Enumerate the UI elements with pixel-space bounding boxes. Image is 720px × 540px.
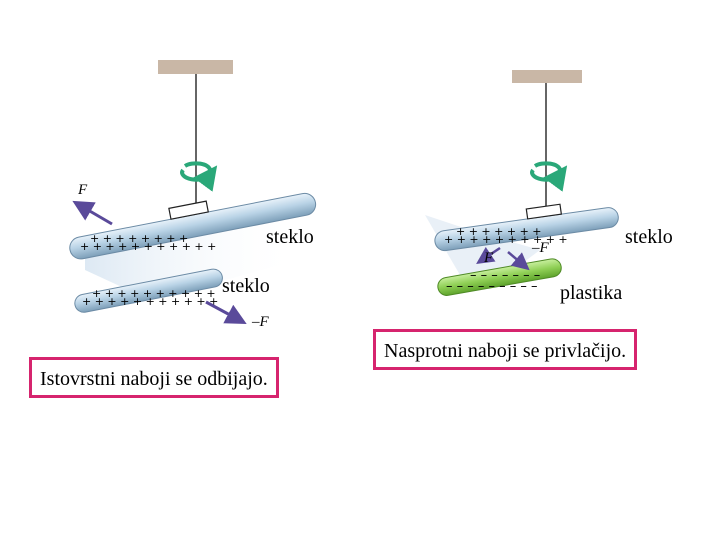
charge-plus: + + + + + + + + (90, 232, 188, 245)
force-vector-icon (476, 246, 501, 264)
force-down-label: –F (251, 314, 270, 330)
rotation-arrow-icon (530, 161, 568, 192)
charge-plus: + + + + + + + (456, 225, 542, 238)
left-bottom-rod-label: steklo (222, 275, 270, 297)
right-top-glass-rod (434, 203, 619, 252)
force-vector-icon (205, 300, 247, 324)
force-right-label: –F (531, 240, 550, 256)
left-top-glass-rod (69, 192, 317, 260)
charge-plus: + + + + + + + + + + (444, 233, 568, 246)
right-caption: Nasprotni naboji se privlačijo. (373, 329, 638, 370)
right-panel: + + + + + + + + + + + + + + + + + – – – … (425, 70, 619, 296)
force-left-label: F (483, 250, 494, 266)
left-caption: Istovrstni naboji se odbijajo. (29, 357, 279, 398)
force-vector-icon (507, 251, 530, 271)
rotation-arrow-icon (180, 161, 218, 192)
charge-minus: – – – – – – – – – (446, 279, 538, 294)
left-bottom-glass-rod (74, 268, 223, 313)
force-vector-icon (72, 200, 113, 226)
right-bottom-rod-label: plastika (560, 282, 623, 304)
charge-plus: + + + + + + + + + + (92, 287, 216, 300)
charge-plus: + + + + + + + + + + + (80, 240, 216, 253)
left-panel: + + + + + + + + + + + + + + + + + + + + … (69, 60, 317, 330)
left-top-rod-label: steklo (266, 226, 314, 248)
right-top-rod-label: steklo (625, 226, 673, 248)
force-up-label: F (77, 182, 88, 198)
plastic-rod (437, 258, 562, 296)
left-ceiling-support (158, 60, 233, 74)
charge-plus: + + + + + + + + + + + (82, 295, 218, 308)
charge-minus: – – – – – – – (470, 268, 540, 283)
right-ceiling-support (512, 70, 582, 83)
